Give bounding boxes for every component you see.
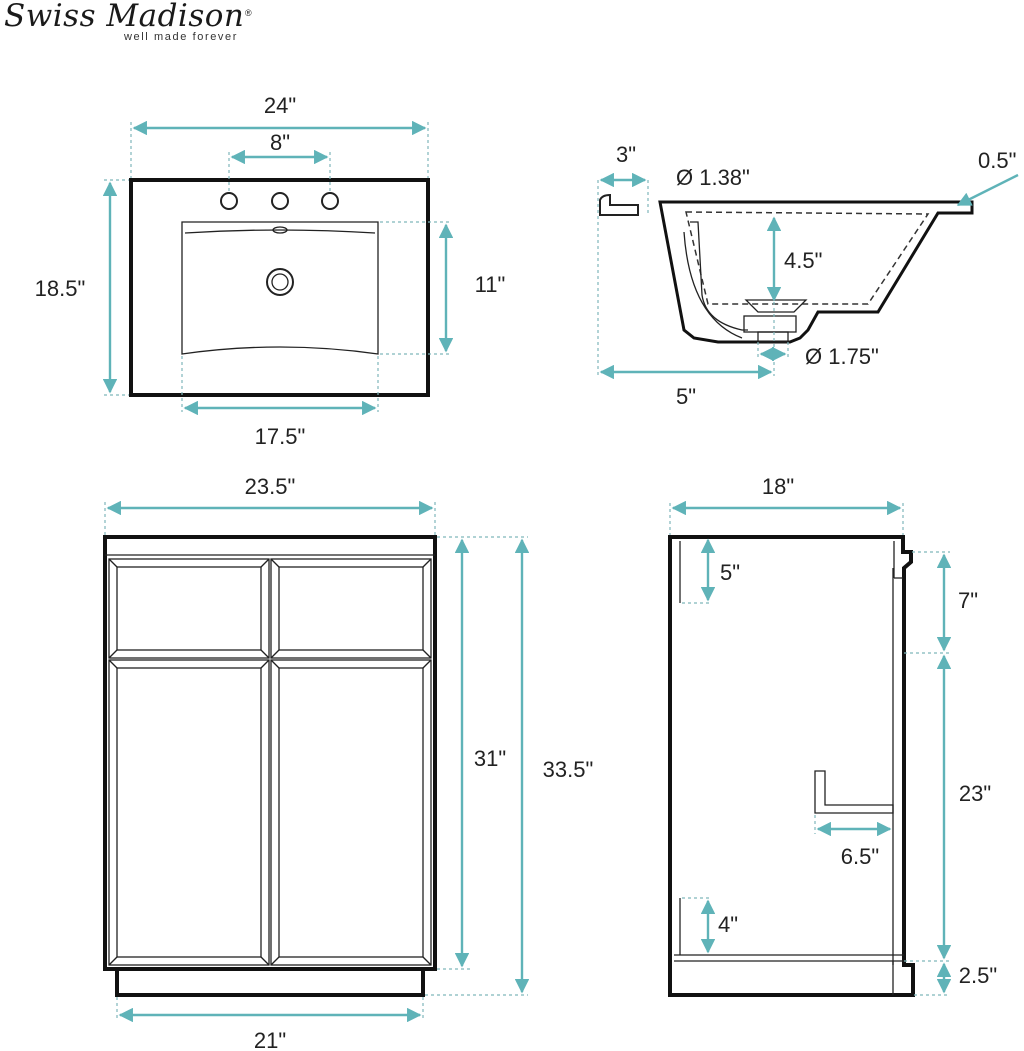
label-top-depth: 18.5" — [35, 276, 86, 301]
label-toe-kick: 2.5" — [959, 963, 997, 988]
faucet-hole-left — [220, 192, 238, 210]
label-top-width: 24" — [264, 93, 296, 118]
drain-flange — [744, 299, 808, 313]
overflow-hole — [272, 226, 288, 234]
registered-mark: ® — [245, 8, 252, 18]
drawer-right — [270, 558, 432, 659]
label-cabinet-width: 23.5" — [245, 474, 296, 499]
shelf-bracket — [814, 770, 894, 814]
label-bowl-depth: 4.5" — [784, 248, 822, 273]
drain-hole — [266, 268, 294, 296]
brand-name: Swiss Madison — [4, 0, 245, 34]
back-rim-profile — [599, 193, 639, 216]
faucet-hole-right — [321, 192, 339, 210]
side-view: 18" 5" 7" 23" 2.5" 6.5" 4" — [668, 474, 997, 997]
label-faucet-spread: 8" — [270, 130, 290, 155]
top-view: 24" 8" 18.5" 11" 17.5" — [35, 93, 506, 449]
label-basin-width: 17.5" — [255, 424, 306, 449]
cabinet-side-outline — [668, 535, 915, 997]
label-basin-depth: 11" — [475, 272, 506, 297]
label-drain-offset: 5" — [676, 384, 696, 409]
label-shelf-depth: 6.5" — [841, 844, 879, 869]
door-left — [108, 659, 270, 966]
brand-logo: Swiss Madison ® well made forever — [2, 0, 262, 46]
label-overflow-diameter: Ø 1.38" — [676, 165, 750, 190]
label-rim-width: 3" — [616, 142, 636, 167]
label-drain-diameter: Ø 1.75" — [805, 344, 879, 369]
countertop-outline — [129, 178, 430, 397]
label-drawer-height: 7" — [958, 588, 978, 613]
label-cabinet-depth: 18" — [762, 474, 794, 499]
label-rim-thickness: 0.5" — [978, 148, 1016, 173]
label-total-height: 33.5" — [543, 757, 594, 782]
basin-outline — [181, 221, 379, 355]
label-bottom-rail: 4" — [718, 912, 738, 937]
basin-profile-outline — [658, 200, 974, 344]
front-view: 23.5" 31" 33.5" 21" — [103, 474, 594, 1051]
brand-tagline: well made forever — [124, 31, 239, 43]
label-base-width: 21" — [254, 1028, 286, 1051]
door-right — [270, 659, 432, 966]
label-side-door-height: 23" — [959, 781, 991, 806]
drawer-left — [108, 558, 270, 659]
cabinet-base — [115, 967, 425, 997]
drain-body — [743, 315, 797, 333]
faucet-hole-center — [271, 192, 289, 210]
cabinet-front-outline — [103, 535, 437, 971]
label-top-rail: 5" — [720, 560, 740, 585]
label-front-door-height: 31" — [474, 746, 506, 771]
section-view: 3" Ø 1.38" 0.5" 4.5" 5" Ø 1.75" — [597, 142, 1019, 409]
